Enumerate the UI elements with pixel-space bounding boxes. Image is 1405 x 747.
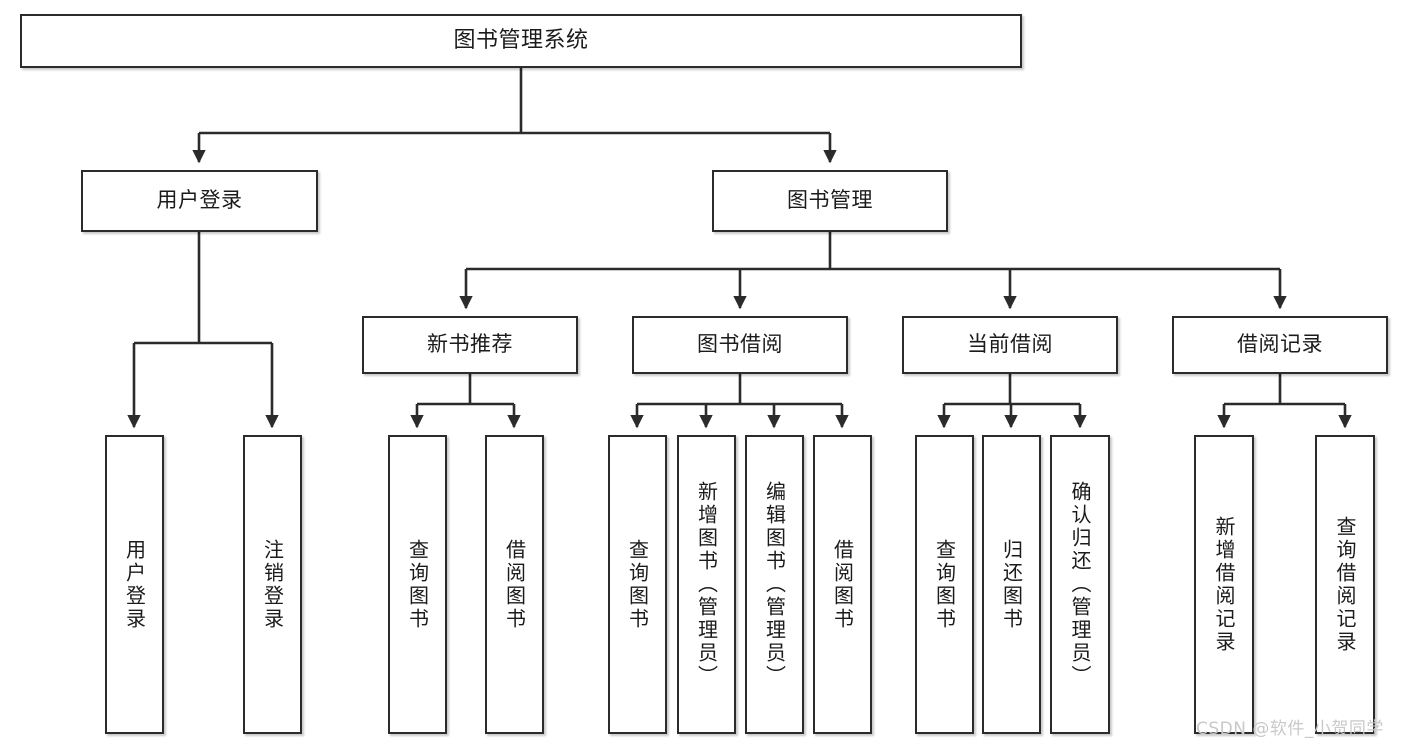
node-new-book-recommend[interactable]: 新书推荐 — [362, 316, 578, 374]
leaf-borrow-add-book[interactable]: 新增图书（管理员） — [677, 435, 736, 734]
node-root-system-label: 图书管理系统 — [453, 27, 589, 53]
node-borrow-records-label: 借阅记录 — [1237, 332, 1323, 357]
leaf-current-confirm-return[interactable]: 确认归还（管理员） — [1050, 435, 1110, 734]
leaf-borrow-query-book[interactable]: 查询图书 — [608, 435, 667, 734]
node-borrow-records[interactable]: 借阅记录 — [1172, 316, 1388, 374]
leaf-current-return-book-label: 归还图书 — [999, 538, 1024, 631]
leaf-records-add[interactable]: 新增借阅记录 — [1194, 435, 1254, 734]
leaf-user-login[interactable]: 用户登录 — [105, 435, 164, 734]
node-book-borrow-label: 图书借阅 — [697, 332, 783, 357]
leaf-borrow-query-book-label: 查询图书 — [625, 538, 650, 631]
leaf-logout[interactable]: 注销登录 — [243, 435, 302, 734]
leaf-borrow-borrow-book[interactable]: 借阅图书 — [813, 435, 872, 734]
leaf-current-query-book-label: 查询图书 — [932, 538, 957, 631]
node-book-management[interactable]: 图书管理 — [712, 170, 948, 232]
leaf-borrow-edit-book[interactable]: 编辑图书（管理员） — [745, 435, 804, 734]
node-current-borrow[interactable]: 当前借阅 — [902, 316, 1118, 374]
node-new-book-recommend-label: 新书推荐 — [427, 332, 513, 357]
leaf-records-query[interactable]: 查询借阅记录 — [1315, 435, 1375, 734]
node-user-login[interactable]: 用户登录 — [81, 170, 318, 232]
leaf-borrow-borrow-book-label: 借阅图书 — [830, 538, 855, 631]
leaf-user-login-label: 用户登录 — [122, 538, 147, 631]
leaf-new-books-borrow-label: 借阅图书 — [502, 538, 527, 631]
leaf-logout-label: 注销登录 — [260, 538, 285, 631]
leaf-borrow-edit-book-label: 编辑图书（管理员） — [762, 481, 787, 688]
leaf-current-query-book[interactable]: 查询图书 — [915, 435, 974, 734]
leaf-records-query-label: 查询借阅记录 — [1333, 515, 1357, 654]
node-root-system[interactable]: 图书管理系统 — [20, 14, 1022, 68]
leaf-new-books-borrow[interactable]: 借阅图书 — [485, 435, 544, 734]
node-book-borrow[interactable]: 图书借阅 — [632, 316, 848, 374]
leaf-current-confirm-return-label: 确认归还（管理员） — [1068, 481, 1092, 688]
leaf-borrow-add-book-label: 新增图书（管理员） — [694, 481, 719, 688]
node-book-management-label: 图书管理 — [787, 188, 873, 213]
leaf-current-return-book[interactable]: 归还图书 — [982, 435, 1041, 734]
node-user-login-label: 用户登录 — [156, 188, 243, 213]
leaf-new-books-query[interactable]: 查询图书 — [388, 435, 447, 734]
leaf-new-books-query-label: 查询图书 — [405, 538, 430, 631]
node-current-borrow-label: 当前借阅 — [967, 332, 1053, 357]
leaf-records-add-label: 新增借阅记录 — [1212, 515, 1236, 654]
